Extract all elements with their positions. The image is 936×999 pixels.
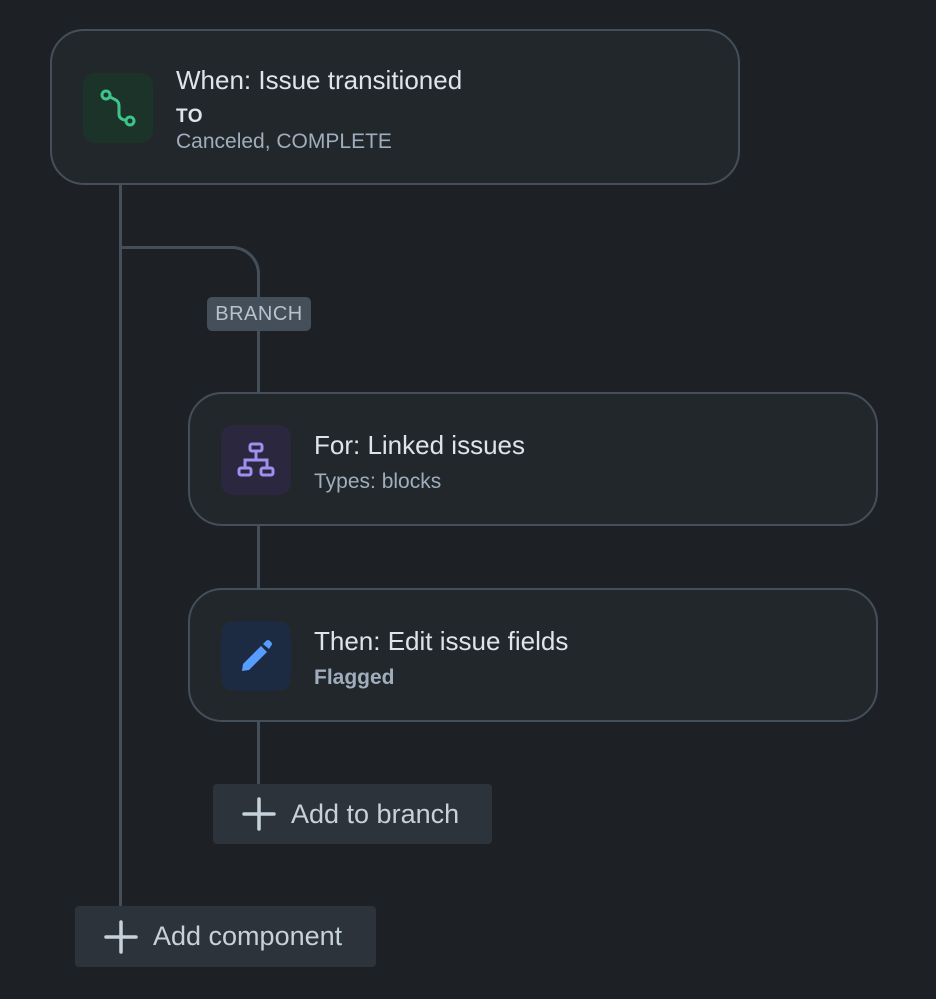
main-connector-line: [119, 183, 122, 908]
trigger-icon-tile: [83, 73, 153, 143]
branch-connector-curve: [120, 246, 260, 286]
trigger-status-list: Canceled, COMPLETE: [176, 130, 392, 153]
branch-connector-line-2: [257, 524, 260, 590]
trigger-card[interactable]: When: Issue transitioned TO Canceled, CO…: [50, 29, 740, 185]
for-card-title: For: Linked issues: [314, 430, 525, 460]
add-component-button[interactable]: Add component: [75, 906, 376, 967]
branch-icon-tile: [221, 425, 291, 495]
for-linked-issues-card[interactable]: For: Linked issues Types: blocks: [188, 392, 878, 526]
action-card-title: Then: Edit issue fields: [314, 626, 569, 656]
trigger-to-label: TO: [176, 106, 204, 127]
edit-issue-fields-card[interactable]: Then: Edit issue fields Flagged: [188, 588, 878, 722]
pencil-icon: [242, 640, 272, 671]
trigger-title: When: Issue transitioned: [176, 65, 463, 95]
action-icon-tile: [221, 621, 291, 691]
branch-badge: BRANCH: [207, 297, 311, 331]
plus-icon: [242, 797, 276, 831]
action-card-field: Flagged: [314, 666, 395, 689]
transition-icon: [100, 89, 136, 127]
branch-connector-line-3: [257, 720, 260, 784]
add-to-branch-label: Add to branch: [291, 798, 460, 829]
for-card-link-types: Types: blocks: [314, 470, 442, 493]
add-component-label: Add component: [153, 921, 343, 951]
branch-connector-line-1: [257, 284, 260, 394]
plus-icon: [104, 919, 138, 954]
add-to-branch-button[interactable]: Add to branch: [213, 784, 492, 844]
hierarchy-icon: [237, 442, 275, 477]
